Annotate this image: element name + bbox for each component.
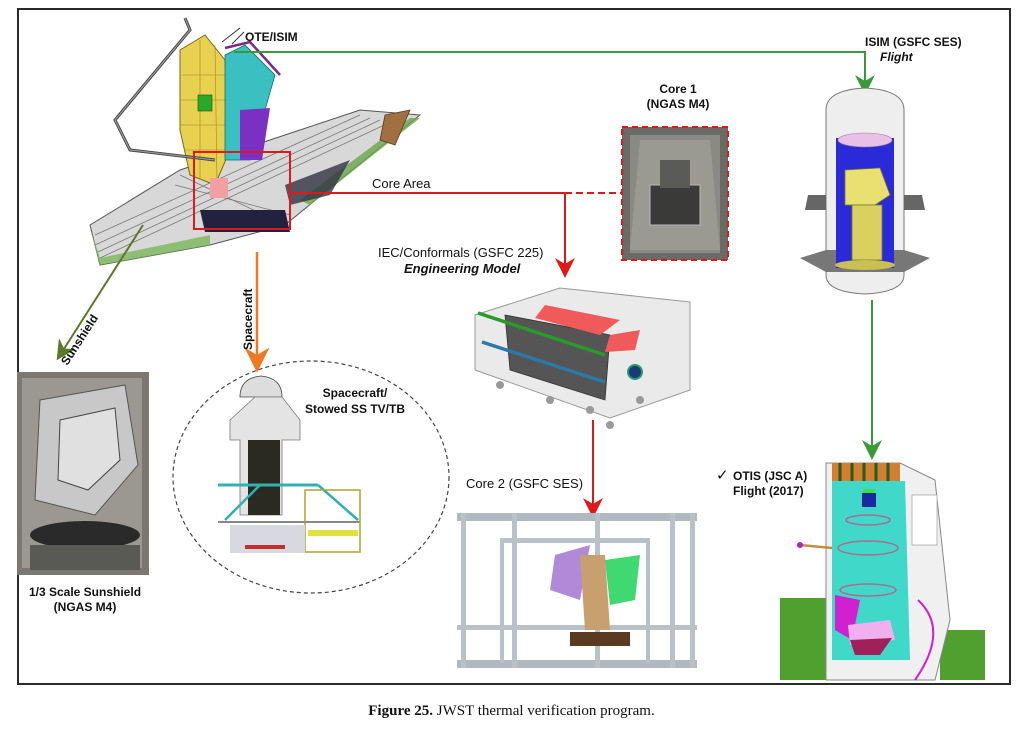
label-scale-sunshield-site: (NGAS M4) [53,600,117,614]
label-iec-title: IEC/Conformals (GSFC 225) [378,245,544,260]
label-core1-title: Core 1 [659,82,697,96]
label-core2-title: Core 2 (GSFC SES) [466,476,584,491]
caption-prefix: Figure 25. [368,703,433,719]
label-isim-title: ISIM (GSFC SES) [865,35,962,49]
core1-photo [621,126,729,261]
spacecraft-test-illustration [172,360,450,594]
core-area-connector [290,192,622,518]
caption-text: JWST thermal verification program. [432,703,655,719]
jwst-observatory-illustration [89,17,422,266]
label-otis-sub: Flight (2017) [733,484,804,498]
label-iec-sub: Engineering Model [404,261,521,276]
isim-chamber-illustration [800,87,930,295]
checkmark-icon: ✓ [716,467,729,484]
label-core-area: Core Area [372,176,431,191]
label-scale-sunshield-title: 1/3 Scale Sunshield [28,585,142,599]
core2-chamber-illustration [457,513,697,668]
label-spacecraft-arrow: Spacecraft [241,288,255,350]
label-spacecraft-sub: Stowed SS TV/TB [304,402,405,416]
otis-chamber-illustration [780,462,985,681]
arrow-to-sunshield [56,224,144,361]
arrow-to-isim [234,51,875,95]
label-core1-site: (NGAS M4) [646,97,710,111]
core-area-highlight-box [193,151,291,230]
ote-isim-connector [221,27,875,95]
label-spacecraft-title: Spacecraft/ [322,386,388,400]
label-isim-sub: Flight [880,50,913,64]
label-otis-title: OTIS (JSC A) [733,469,808,483]
iec-engineering-model-illustration [474,287,691,429]
figure-caption: Figure 25. JWST thermal verification pro… [0,703,1023,720]
scale-sunshield-photo [17,372,149,575]
label-ote-isim: OTE/ISIM [245,30,298,44]
